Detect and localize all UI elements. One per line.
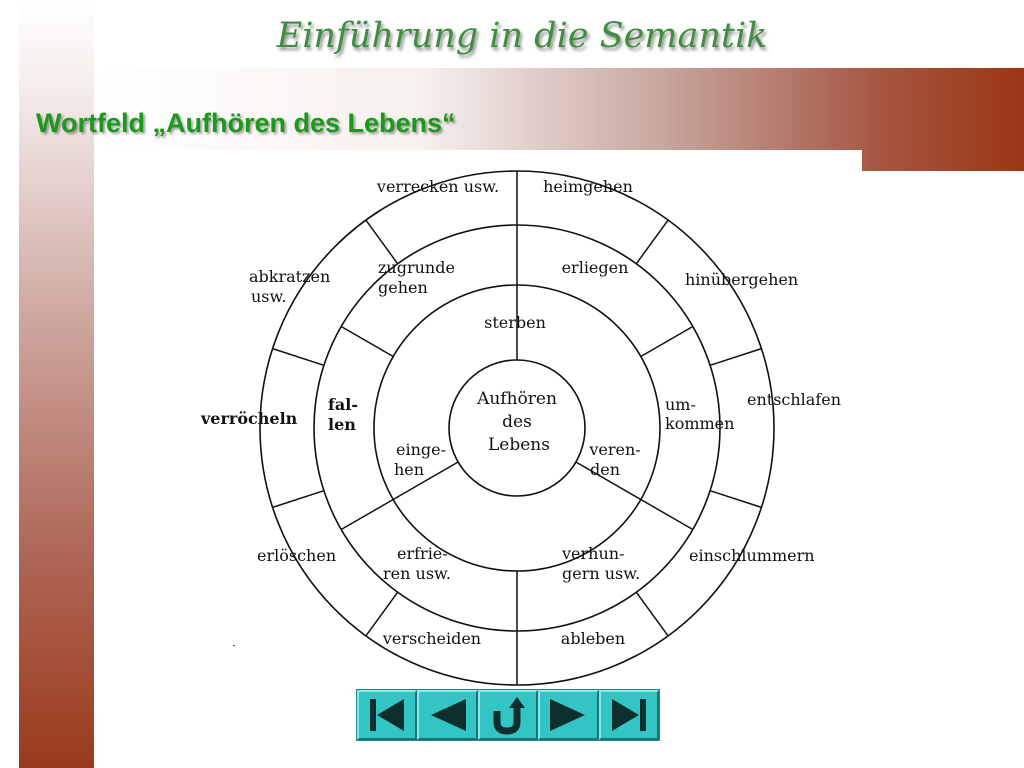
middle-label-verhungern-1: verhun- — [561, 544, 624, 563]
outer-label-ableben: ableben — [561, 629, 625, 648]
middle-label-fallen-2: len — [328, 415, 356, 434]
outer-label-hinuebergehen: hinübergehen — [685, 270, 798, 289]
outer-divider-5 — [635, 591, 669, 637]
last-slide-button[interactable] — [598, 690, 660, 740]
middle-label-fallen-1: fal- — [328, 395, 358, 414]
outer-label-entschlafen: entschlafen — [747, 390, 841, 409]
middle-divider-5 — [340, 498, 394, 531]
outer-divider-8 — [272, 489, 325, 509]
middle-divider-6 — [340, 325, 394, 358]
inner-label-verenden-1: veren- — [588, 440, 640, 459]
outer-label-abkratzen: abkratzen — [249, 267, 330, 286]
triangle-right-icon — [550, 699, 586, 731]
inner-divider-3 — [392, 461, 459, 501]
skip-back-icon — [370, 699, 405, 731]
scan-dot — [233, 645, 235, 646]
outer-divider-10 — [365, 219, 399, 265]
content-panel — [94, 150, 862, 680]
center-label-3: Lebens — [488, 435, 550, 455]
triangle-left-icon — [430, 699, 466, 731]
center-label-1: Aufhören — [476, 389, 557, 409]
outer-divider-3 — [709, 347, 762, 367]
left-gradient-bar — [19, 0, 94, 768]
word-field-diagram: Aufhören des Lebens sterben einge- hen v… — [200, 170, 841, 686]
middle-label-erfrieren-2: ren usw. — [383, 564, 451, 583]
inner-divider-2 — [575, 461, 642, 501]
first-slide-button[interactable] — [357, 690, 418, 740]
outer-label-verroecheln: verröcheln — [200, 409, 298, 428]
navigation-bar — [356, 689, 660, 741]
middle-label-gehen: gehen — [378, 278, 428, 297]
middle-label-umkommen-1: um- — [665, 395, 696, 414]
previous-slide-button[interactable] — [417, 690, 478, 740]
middle-label-umkommen-2: kommen — [665, 414, 734, 433]
outer-label-einschlummern: einschlummern — [689, 546, 815, 565]
outer-divider-2 — [635, 219, 669, 265]
outer-label-verscheiden: verscheiden — [382, 629, 481, 648]
outer-label-verrecken: verrecken usw. — [376, 177, 499, 196]
inner-label-sterben: sterben — [484, 313, 546, 332]
outer-label-usw: usw. — [251, 287, 286, 306]
inner-label-eingehen-2: hen — [394, 460, 424, 479]
middle-label-erliegen: erliegen — [562, 258, 629, 277]
wheel-dividers — [272, 171, 762, 685]
outer-label-heimgehen: heimgehen — [543, 177, 633, 196]
next-slide-button[interactable] — [538, 690, 599, 740]
middle-label-verhungern-2: gern usw. — [562, 564, 640, 583]
inner-label-eingehen-1: einge- — [396, 440, 446, 459]
outer-divider-7 — [365, 591, 399, 637]
course-title: Einführung in die Semantik — [276, 16, 768, 56]
inner-label-verenden-2: den — [590, 460, 620, 479]
outer-label-erloeschen: erlöschen — [257, 546, 336, 565]
center-label-2: des — [502, 412, 532, 432]
skip-forward-icon — [611, 699, 646, 731]
u-turn-arrow-icon — [493, 697, 526, 735]
slide-title: Wortfeld „Aufhören des Lebens“ — [36, 108, 456, 138]
outer-divider-9 — [272, 347, 325, 367]
middle-label-erfrieren-1: erfrie- — [397, 544, 448, 563]
outer-divider-4 — [709, 489, 762, 509]
middle-divider-2 — [640, 325, 694, 358]
return-button[interactable] — [477, 690, 539, 740]
middle-label-zugrunde: zugrunde — [378, 258, 455, 277]
middle-divider-3 — [640, 498, 694, 531]
